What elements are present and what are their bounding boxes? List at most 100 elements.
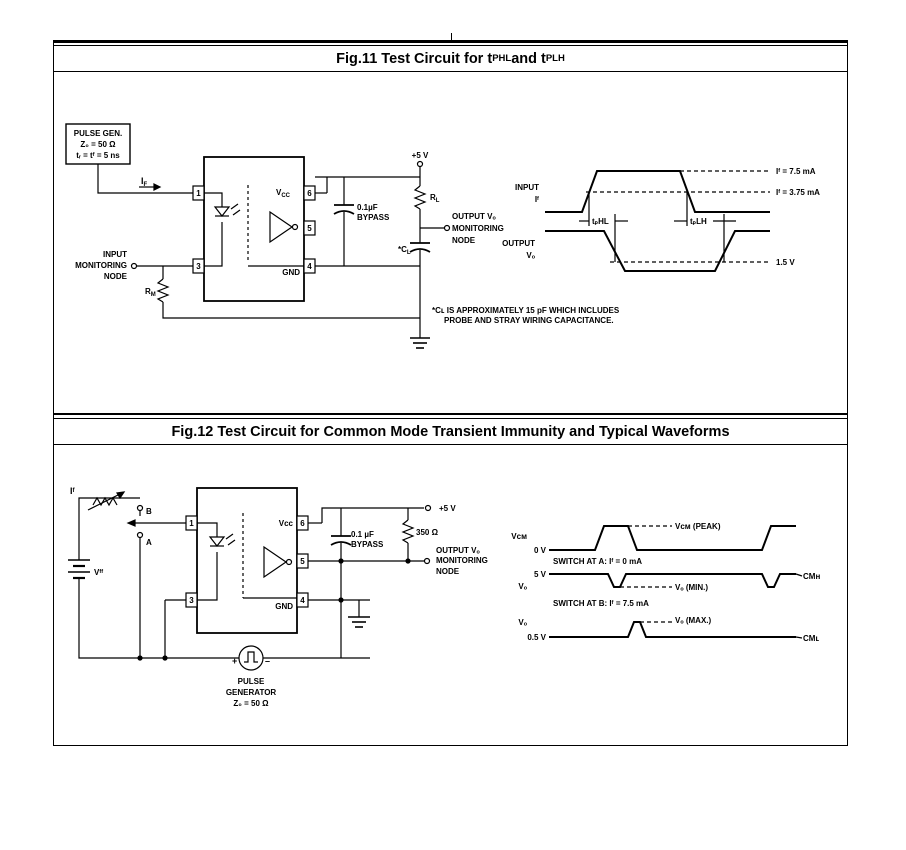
input-node-line3: NODE xyxy=(104,272,128,281)
buffer-bubble xyxy=(291,223,299,231)
vo-label-2: Vₒ xyxy=(518,618,527,627)
vcc-pin-label: VCC xyxy=(276,188,291,199)
vo-low-waveform xyxy=(549,621,796,638)
pulse-plus: + xyxy=(232,656,237,666)
pulse-gen-line2: Z₀ = 50 Ω xyxy=(80,140,116,149)
vcm-peak-label: Vᴄᴍ (PEAK) xyxy=(675,522,721,531)
cmh-label: CMʜ xyxy=(803,572,820,581)
wave-output-label-2: Vₒ xyxy=(526,251,535,260)
output-node-line3: NODE xyxy=(452,236,476,245)
figure-frame xyxy=(53,42,848,746)
vo-min-label: Vₒ (MIN.) xyxy=(675,583,708,592)
led-wire-top-12 xyxy=(197,522,218,537)
vcc-bus-12 xyxy=(321,507,424,523)
fig11-circuit: PULSE GEN. Z₀ = 50 Ω tᵣ = tᶠ = 5 ns IF 1… xyxy=(65,123,620,349)
led-wire-bottom-12 xyxy=(197,552,218,601)
rm-label: RM xyxy=(145,287,156,298)
if-label: IF xyxy=(141,176,148,188)
if-high-label: Iᶠ = 7.5 mA xyxy=(776,167,816,176)
switch-a-text: SWITCH AT A: Iᶠ = 0 mA xyxy=(553,557,642,566)
input-node-terminal xyxy=(130,262,138,270)
pin-6-12-label: 6 xyxy=(300,519,305,528)
switch-b-label: B xyxy=(146,507,152,516)
pin-4-label: 4 xyxy=(307,262,312,271)
gnd-pin-label-12: GND xyxy=(275,602,293,611)
output-node-12-line3: NODE xyxy=(436,567,460,576)
gnd-pin-label: GND xyxy=(282,268,300,277)
cml-leader xyxy=(795,636,803,639)
tphl-label: tₚHL xyxy=(592,217,609,226)
switch-b-text: SWITCH AT B: Iᶠ = 7.5 mA xyxy=(553,599,649,608)
rl-label: RL xyxy=(430,193,440,204)
fig11-waveforms: INPUT Iᶠ OUTPUT Vₒ Iᶠ = 7.5 mA Iᶠ = 3.75… xyxy=(502,167,820,272)
wave-input-label-2: Iᶠ xyxy=(535,195,539,204)
cml-label: CMʟ xyxy=(803,634,819,643)
rm-resistor-icon xyxy=(156,278,170,303)
output-node-line2: MONITORING xyxy=(452,224,504,233)
output-waveform xyxy=(545,230,770,272)
light-ray-icon-2 xyxy=(232,209,241,216)
cl-plate-bottom xyxy=(409,248,431,253)
fig12-waveforms: Vᴄᴍ 0 V Vᴄᴍ (PEAK) SWITCH AT A: Iᶠ = 0 m… xyxy=(511,522,820,643)
pin-6-label: 6 xyxy=(307,189,312,198)
wave-output-label-1: OUTPUT xyxy=(502,239,535,248)
cap-label-12-1: 0.1 µF xyxy=(351,530,374,539)
top-border xyxy=(53,40,848,42)
pin-3-12-label: 3 xyxy=(189,596,194,605)
junction-3 xyxy=(338,558,344,564)
pulse-generator-icon xyxy=(238,645,264,671)
cap-label-1: 0.1µF xyxy=(357,203,378,212)
pulse-gen-line3: tᵣ = tᶠ = 5 ns xyxy=(76,151,120,160)
output-node-line1: OUTPUT Vₒ xyxy=(452,212,496,221)
output-node-12-line2: MONITORING xyxy=(436,556,488,565)
top-tick xyxy=(451,33,452,41)
switch-a-label: A xyxy=(146,538,152,547)
pin-1-12-label: 1 xyxy=(189,519,194,528)
fig12-circuit: Iᶠ B A Vᶠᶠ 1 3 6 5 4 xyxy=(68,486,488,708)
zero-v-label: 0 V xyxy=(534,546,547,555)
cmh-leader xyxy=(795,573,803,577)
input-node-line1: INPUT xyxy=(103,250,127,259)
buffer-icon xyxy=(269,210,294,244)
cap-plate-bottom-12 xyxy=(330,541,352,546)
half-v-label: 0.5 V xyxy=(527,633,546,642)
pulse-minus: – xyxy=(265,656,270,666)
junction-2 xyxy=(162,655,168,661)
input-node-line2: MONITORING xyxy=(75,261,127,270)
optocoupler-ic-12 xyxy=(196,487,298,634)
pin-3-label: 3 xyxy=(196,262,201,271)
output-node-terminal xyxy=(443,224,451,232)
vcc-supply-label-12: +5 V xyxy=(439,504,456,513)
junction-4 xyxy=(405,558,411,564)
pulse-gen-12-line2: GENERATOR xyxy=(226,688,277,697)
five-v-label: 5 V xyxy=(534,570,547,579)
cap-label-2: BYPASS xyxy=(357,213,390,222)
pin-5-12-label: 5 xyxy=(300,557,305,566)
bottom-bus xyxy=(78,578,370,659)
panel-divider xyxy=(53,413,848,415)
vff-label: Vᶠᶠ xyxy=(94,568,103,577)
cap-plate-bottom xyxy=(333,210,355,215)
variable-arrow-head xyxy=(116,491,126,500)
if-label-12: Iᶠ xyxy=(70,486,76,496)
pulse-symbol xyxy=(244,651,258,663)
ground-return-wire xyxy=(162,302,420,319)
output-node-12-line1: OUTPUT Vₒ xyxy=(436,546,480,555)
vcc-terminal xyxy=(416,160,424,168)
cl-label: *CL xyxy=(398,245,411,256)
switch-a-terminal xyxy=(136,531,144,539)
led-wire-top xyxy=(204,192,223,207)
output-node-terminal-12 xyxy=(423,557,431,565)
input-waveform xyxy=(545,170,770,213)
buffer-icon-12 xyxy=(263,545,288,579)
v-level-label: 1.5 V xyxy=(776,258,795,267)
led-icon xyxy=(213,206,231,217)
pin-5 xyxy=(303,220,316,236)
led-icon-12 xyxy=(208,536,226,547)
vo-label-1: Vₒ xyxy=(518,582,527,591)
wave-input-label-1: INPUT xyxy=(515,183,539,192)
switch-arrow-icon xyxy=(126,519,136,527)
light-ray-icon-12b xyxy=(227,539,236,546)
junction-1 xyxy=(137,655,143,661)
